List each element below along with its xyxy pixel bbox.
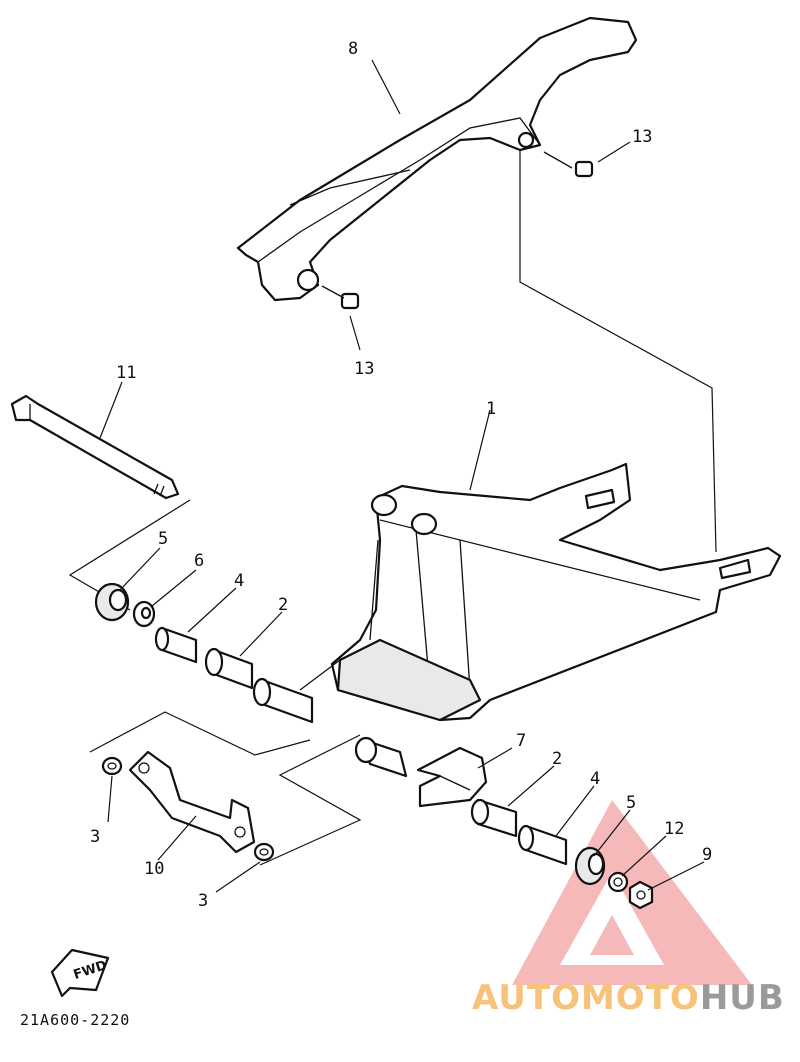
oil-seal-left-icon — [94, 582, 130, 622]
watermark-brand: AUTOMOTOHUB — [472, 978, 785, 1018]
collar-left-icon — [154, 626, 198, 664]
callout-2-right: 2 — [552, 749, 562, 769]
watermark-brand-part2: HUB — [699, 978, 785, 1018]
callout-4-right: 4 — [590, 769, 600, 789]
callout-9: 11 — [116, 363, 136, 383]
callout-11: 12 — [664, 819, 684, 839]
thrust-washer-icon — [132, 600, 156, 628]
callout-5-left: 5 — [158, 529, 168, 549]
bushing-right-icon — [470, 798, 518, 838]
chain-case — [236, 16, 638, 302]
collar-right-icon — [517, 824, 568, 866]
nut-icon — [628, 880, 654, 910]
callout-6: 6 — [194, 551, 204, 571]
pivot-shaft — [10, 394, 180, 500]
callout-13-upper: 13 — [632, 127, 652, 147]
washer-right-small-icon — [253, 842, 275, 862]
bushing-left-icon — [204, 647, 254, 690]
callout-1: 1 — [486, 399, 496, 419]
bushing-pivot-icon — [252, 677, 314, 724]
callout-13-lower: 13 — [354, 359, 374, 379]
pivot-sleeve-icon — [354, 736, 408, 778]
lock-washer-icon — [607, 871, 629, 893]
bolt-lower-icon — [321, 285, 360, 310]
callout-4-left: 4 — [234, 571, 244, 591]
callout-8: 10 — [144, 859, 164, 879]
watermark-brand-part1: AUTOMOTO — [472, 978, 700, 1018]
chain-guide-icon — [416, 746, 488, 808]
diagram-reference-code: 21A600-2220 — [20, 1011, 131, 1029]
washer-left-icon — [101, 756, 123, 776]
callout-7: 7 — [516, 731, 526, 751]
callout-2-left: 2 — [278, 595, 288, 615]
bolt-upper-icon — [543, 151, 594, 178]
swingarm — [299, 462, 782, 722]
callout-3-right: 3 — [198, 891, 208, 911]
brace-icon — [128, 750, 256, 854]
callout-12: 8 — [348, 39, 358, 59]
callout-10: 9 — [702, 845, 712, 865]
forward-direction-icon: FWD — [50, 948, 110, 998]
oil-seal-right-icon — [574, 846, 606, 886]
callout-3-left: 3 — [90, 827, 100, 847]
callout-5-right: 5 — [626, 793, 636, 813]
